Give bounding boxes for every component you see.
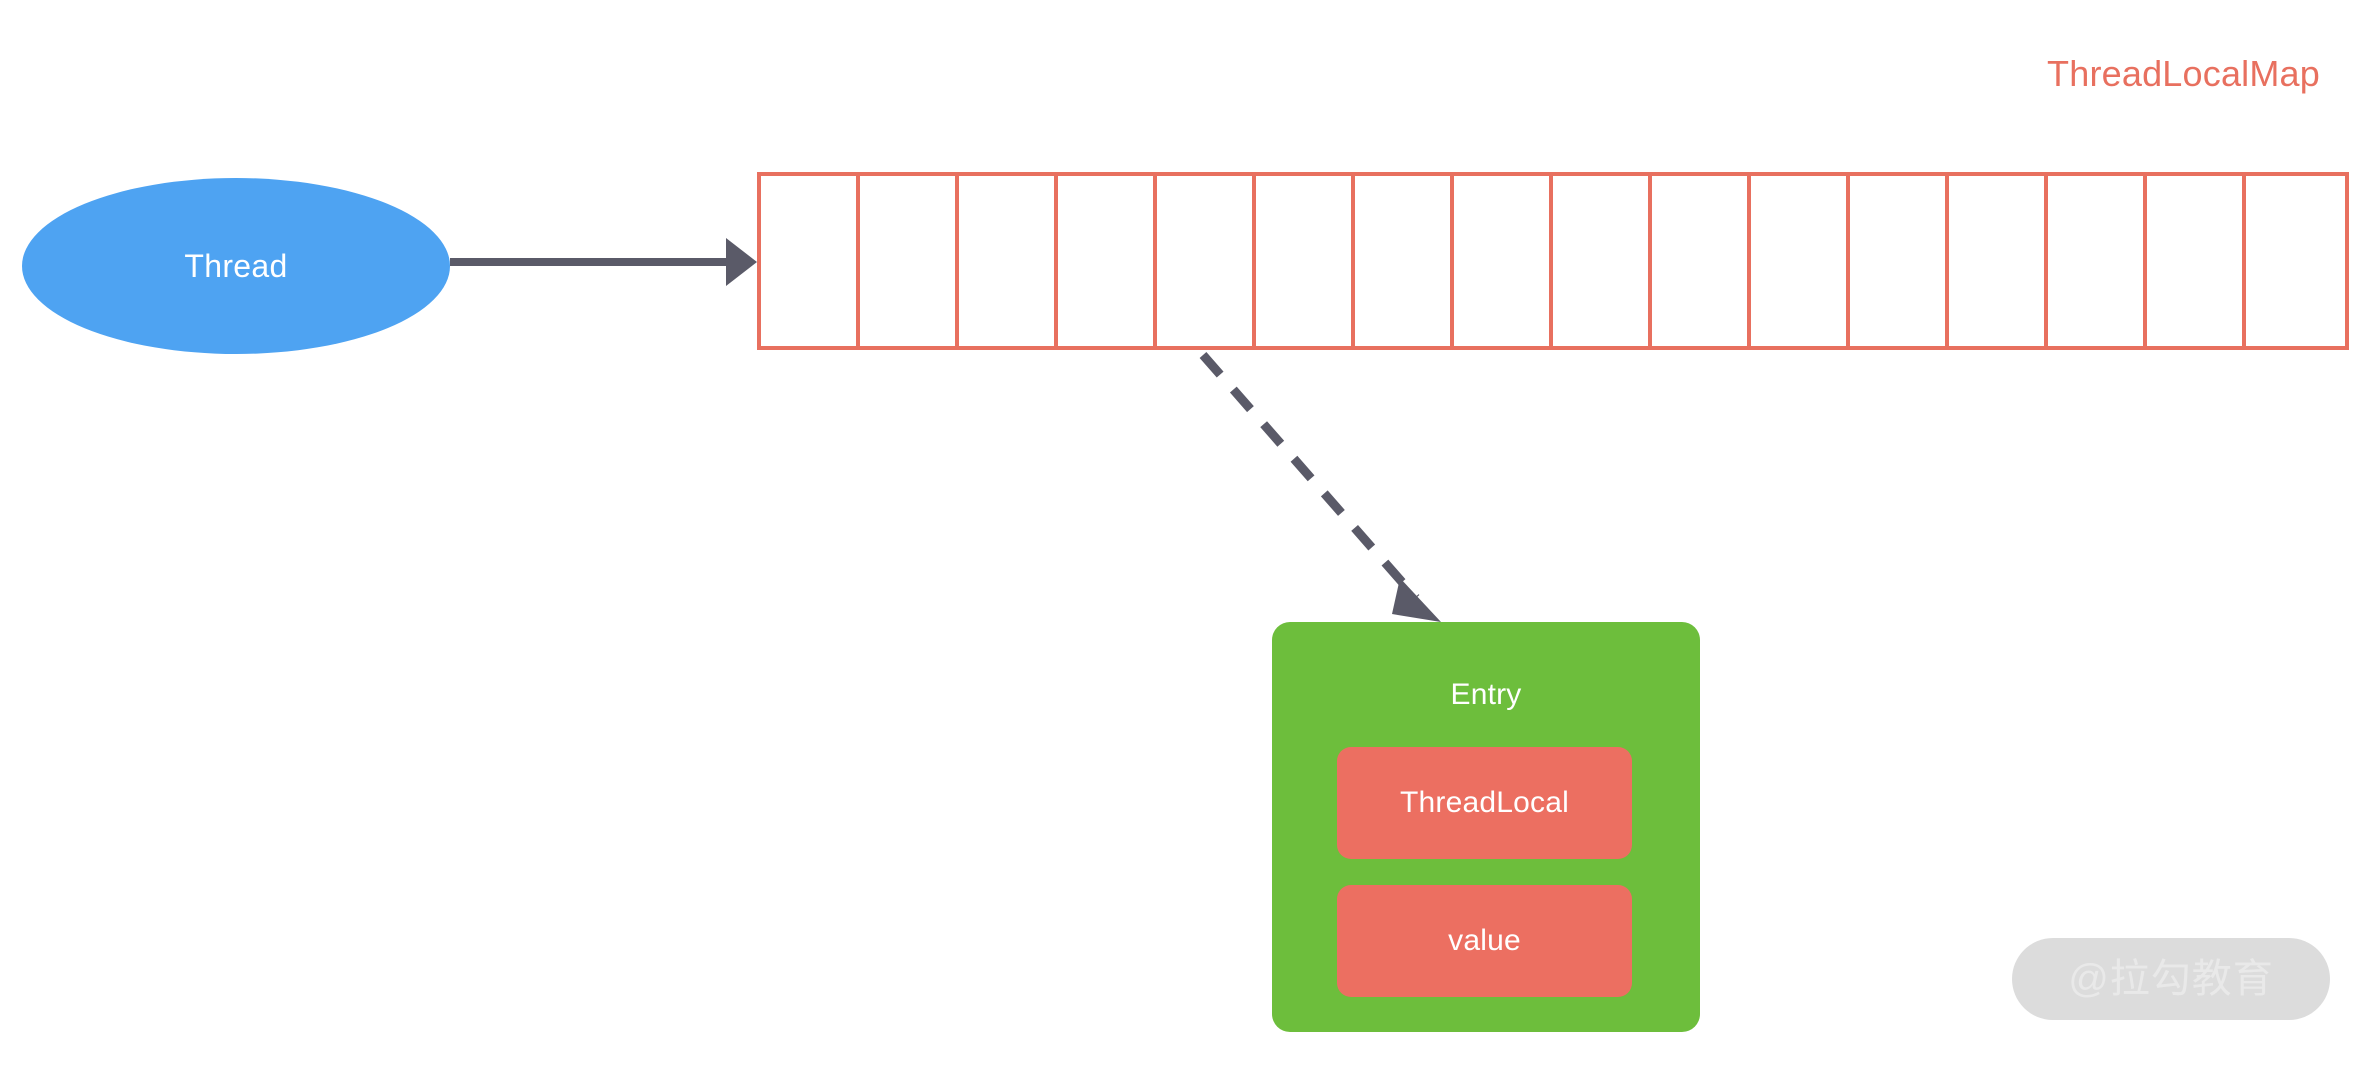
watermark-badge: @拉勾教育 [2012, 938, 2330, 1020]
table-cell [1652, 176, 1751, 346]
table-cell [2048, 176, 2147, 346]
table-cell [1256, 176, 1355, 346]
entry-field-value: value [1337, 885, 1632, 997]
table-cell [1949, 176, 2048, 346]
table-cell [1751, 176, 1850, 346]
table-cell [1553, 176, 1652, 346]
table-cell [1454, 176, 1553, 346]
entry-field-threadlocal-label: ThreadLocal [1400, 786, 1569, 819]
thread-node-label: Thread [184, 248, 288, 284]
page-title: ThreadLocalMap [2047, 53, 2320, 94]
table-cell [1850, 176, 1949, 346]
thread-node: Thread [22, 178, 450, 354]
entry-box: Entry ThreadLocal value [1272, 622, 1700, 1032]
table-cell [761, 176, 860, 346]
table-cell [1355, 176, 1454, 346]
table-cell [2246, 176, 2345, 346]
table-cell [959, 176, 1058, 346]
watermark-text: @拉勾教育 [2068, 957, 2274, 1001]
table-cell [1058, 176, 1157, 346]
entry-field-threadlocal: ThreadLocal [1337, 747, 1632, 859]
arrow-map-cell-to-entry [1199, 352, 1441, 622]
entry-box-title: Entry [1450, 678, 1522, 711]
table-cell [1157, 176, 1256, 346]
threadlocalmap-table [757, 172, 2349, 350]
table-cell [860, 176, 959, 346]
table-cell [2147, 176, 2246, 346]
entry-field-value-label: value [1448, 924, 1521, 957]
arrow-thread-to-map [450, 238, 757, 286]
